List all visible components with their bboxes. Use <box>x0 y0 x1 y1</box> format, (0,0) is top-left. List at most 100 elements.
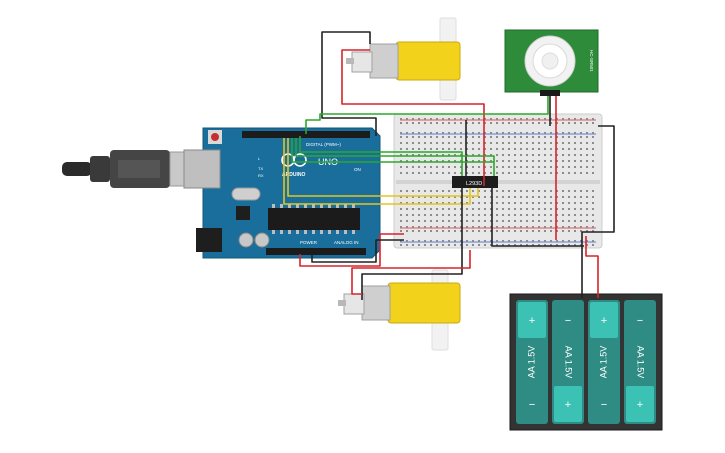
breadboard-hole <box>484 208 486 210</box>
breadboard-hole <box>562 202 564 204</box>
breadboard-hole <box>520 154 522 156</box>
breadboard-hole <box>496 122 498 124</box>
breadboard-hole <box>424 208 426 210</box>
battery-cell-bottom-sign: + <box>565 399 571 411</box>
breadboard-hole <box>472 208 474 210</box>
breadboard-hole <box>472 148 474 150</box>
breadboard-hole <box>562 172 564 174</box>
breadboard-hole <box>568 190 570 192</box>
breadboard-hole <box>496 226 498 228</box>
breadboard-hole <box>592 196 594 198</box>
breadboard-hole <box>430 202 432 204</box>
breadboard-hole <box>472 220 474 222</box>
breadboard-hole <box>424 202 426 204</box>
breadboard-hole <box>514 160 516 162</box>
bottom-dc-motor <box>338 269 461 351</box>
battery-cell-label: AA 1.5V <box>526 346 536 379</box>
breadboard-hole <box>550 136 552 138</box>
breadboard-hole <box>418 230 420 232</box>
breadboard-hole <box>586 190 588 192</box>
breadboard-hole <box>538 154 540 156</box>
breadboard-hole <box>574 132 576 134</box>
breadboard-hole <box>472 230 474 232</box>
breadboard-hole <box>538 142 540 144</box>
breadboard-hole <box>532 230 534 232</box>
breadboard-hole <box>418 160 420 162</box>
breadboard-hole <box>508 132 510 134</box>
breadboard-hole <box>430 136 432 138</box>
breadboard-hole <box>472 166 474 168</box>
breadboard-hole <box>496 202 498 204</box>
breadboard-hole <box>592 142 594 144</box>
breadboard-hole <box>484 148 486 150</box>
breadboard-hole <box>454 172 456 174</box>
breadboard-hole <box>562 122 564 124</box>
breadboard-hole <box>586 196 588 198</box>
breadboard-hole <box>592 118 594 120</box>
breadboard-hole <box>436 230 438 232</box>
breadboard-hole <box>586 208 588 210</box>
breadboard-hole <box>400 136 402 138</box>
breadboard-hole <box>424 136 426 138</box>
breadboard-hole <box>466 132 468 134</box>
breadboard-hole <box>460 160 462 162</box>
top-dc-motor <box>346 17 461 101</box>
breadboard-hole <box>430 214 432 216</box>
breadboard-hole <box>580 122 582 124</box>
breadboard-hole <box>562 166 564 168</box>
breadboard-hole <box>490 142 492 144</box>
breadboard-hole <box>538 136 540 138</box>
breadboard-hole <box>580 190 582 192</box>
breadboard-hole <box>538 172 540 174</box>
breadboard-hole <box>514 148 516 150</box>
breadboard-hole <box>568 196 570 198</box>
breadboard-hole <box>400 208 402 210</box>
breadboard-hole <box>556 244 558 246</box>
breadboard-hole <box>454 118 456 120</box>
breadboard-hole <box>436 122 438 124</box>
breadboard-hole <box>574 244 576 246</box>
breadboard-hole <box>556 154 558 156</box>
breadboard-hole <box>466 118 468 120</box>
breadboard-hole <box>436 160 438 162</box>
breadboard-hole <box>430 160 432 162</box>
breadboard-hole <box>556 190 558 192</box>
breadboard-hole <box>478 240 480 242</box>
breadboard-hole <box>460 202 462 204</box>
breadboard-hole <box>412 142 414 144</box>
breadboard-hole <box>472 202 474 204</box>
breadboard-hole <box>502 244 504 246</box>
breadboard-hole <box>466 226 468 228</box>
breadboard-hole <box>550 118 552 120</box>
breadboard-hole <box>490 136 492 138</box>
breadboard-hole <box>574 172 576 174</box>
breadboard-hole <box>460 214 462 216</box>
breadboard-hole <box>472 132 474 134</box>
wire-green-2 <box>299 136 463 176</box>
breadboard-hole <box>568 202 570 204</box>
breadboard-hole <box>424 196 426 198</box>
breadboard-hole <box>526 132 528 134</box>
breadboard-hole <box>514 196 516 198</box>
breadboard-hole <box>544 148 546 150</box>
breadboard-hole <box>472 122 474 124</box>
breadboard-hole <box>466 196 468 198</box>
breadboard-hole <box>418 226 420 228</box>
breadboard-hole <box>442 208 444 210</box>
breadboard-hole <box>496 132 498 134</box>
battery-cell-bottom-sign: + <box>637 399 643 411</box>
breadboard-hole <box>508 226 510 228</box>
breadboard-hole <box>406 166 408 168</box>
breadboard-hole <box>490 122 492 124</box>
breadboard-hole <box>400 230 402 232</box>
breadboard-hole <box>562 230 564 232</box>
breadboard-hole <box>514 202 516 204</box>
breadboard-hole <box>424 220 426 222</box>
breadboard-hole <box>538 202 540 204</box>
breadboard-hole <box>532 160 534 162</box>
breadboard-hole <box>466 122 468 124</box>
breadboard-hole <box>442 214 444 216</box>
breadboard-hole <box>544 122 546 124</box>
breadboard-hole <box>436 142 438 144</box>
breadboard-hole <box>508 154 510 156</box>
